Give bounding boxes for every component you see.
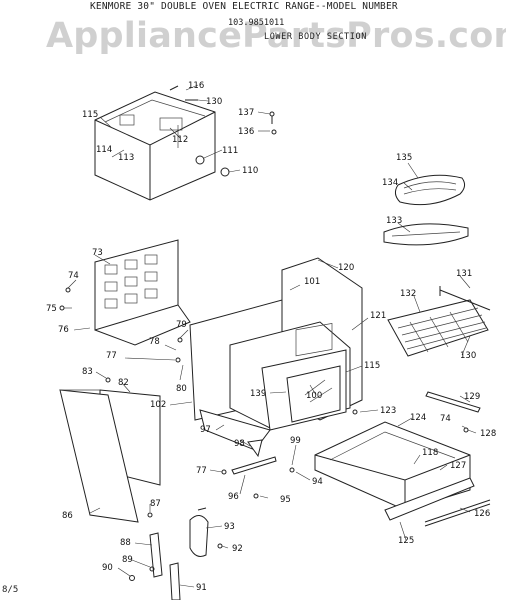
part-number-label: 129 — [464, 392, 480, 402]
part-number-label: 77 — [106, 351, 117, 361]
part-number-label: 112 — [172, 135, 188, 145]
part-number-label: 116 — [188, 81, 204, 91]
part-number-label: 133 — [386, 216, 402, 226]
part-number-label: 139 — [250, 389, 266, 399]
storage-drawer-part — [314, 421, 471, 511]
part-number-label: 93 — [224, 522, 235, 532]
part-number-label: 114 — [96, 145, 112, 155]
part-number-label: 102 — [150, 400, 166, 410]
part-number-label: 128 — [480, 429, 496, 439]
part-number-label: 127 — [450, 461, 466, 471]
door-panel-part — [59, 389, 161, 523]
side-panel-part — [94, 239, 191, 346]
part-number-label: 130 — [206, 97, 222, 107]
part-number-label: 83 — [82, 367, 93, 377]
drawer-rail-part — [384, 391, 491, 527]
part-number-label: 78 — [149, 337, 160, 347]
part-number-label: 124 — [410, 413, 426, 423]
part-number-label: 74 — [68, 271, 79, 281]
part-number-label: 96 — [228, 492, 239, 502]
part-number-label: 123 — [380, 406, 396, 416]
part-number-label: 89 — [122, 555, 133, 565]
part-number-label: 110 — [242, 166, 258, 176]
part-number-label: 100 — [306, 391, 322, 401]
part-number-label: 132 — [400, 289, 416, 299]
part-number-label: 99 — [290, 436, 301, 446]
part-number-label: 130 — [460, 351, 476, 361]
part-number-label: 91 — [196, 583, 207, 593]
oven-rack-part — [387, 286, 491, 357]
diagram-title: KENMORE 30" DOUBLE OVEN ELECTRIC RANGE--… — [90, 1, 398, 12]
part-number-label: 94 — [312, 477, 323, 487]
part-number-label: 115 — [82, 110, 98, 120]
part-number-label: 97 — [200, 425, 211, 435]
part-number-label: 134 — [382, 178, 398, 188]
part-number-label: 120 — [338, 263, 354, 273]
part-number-label: 88 — [120, 538, 131, 548]
page-footer: 8/5 — [2, 585, 19, 595]
part-number-label: 79 — [176, 320, 187, 330]
part-number-label: 115 — [364, 361, 380, 371]
bracket-part — [149, 439, 277, 600]
part-number-label: 92 — [232, 544, 243, 554]
part-number-label: 135 — [396, 153, 412, 163]
part-number-label: 77 — [196, 466, 207, 476]
part-number-label: 131 — [456, 269, 472, 279]
part-number-label: 87 — [150, 499, 161, 509]
part-number-label: 76 — [58, 325, 69, 335]
part-number-label: 82 — [118, 378, 129, 388]
model-number: 103.9851011 — [228, 18, 285, 28]
watermark: AppliancePartsPros.com — [46, 16, 506, 56]
part-number-labels: 1161301371361151141121131111101351341337… — [46, 81, 496, 593]
screws-part — [269, 111, 277, 135]
part-number-label: 90 — [102, 563, 113, 573]
part-number-label: 111 — [222, 146, 238, 156]
part-number-label: 113 — [118, 153, 134, 163]
part-number-label: 75 — [46, 304, 57, 314]
oven-body-part — [189, 257, 363, 451]
part-number-label: 86 — [62, 511, 73, 521]
part-number-label: 136 — [238, 127, 254, 137]
part-number-label: 80 — [176, 384, 187, 394]
section-title: LOWER BODY SECTION — [264, 32, 367, 42]
leader-lines — [64, 84, 477, 588]
part-number-label: 101 — [304, 277, 320, 287]
part-number-label: 74 — [440, 414, 451, 424]
part-number-label: 73 — [92, 248, 103, 258]
part-number-label: 98 — [234, 439, 245, 449]
part-number-label: 121 — [370, 311, 386, 321]
part-number-label: 137 — [238, 108, 254, 118]
part-number-label: 118 — [422, 448, 438, 458]
part-number-label: 125 — [398, 536, 414, 546]
part-number-label: 126 — [474, 509, 490, 519]
oven-liner-box-part — [94, 85, 241, 201]
part-number-label: 95 — [280, 495, 291, 505]
